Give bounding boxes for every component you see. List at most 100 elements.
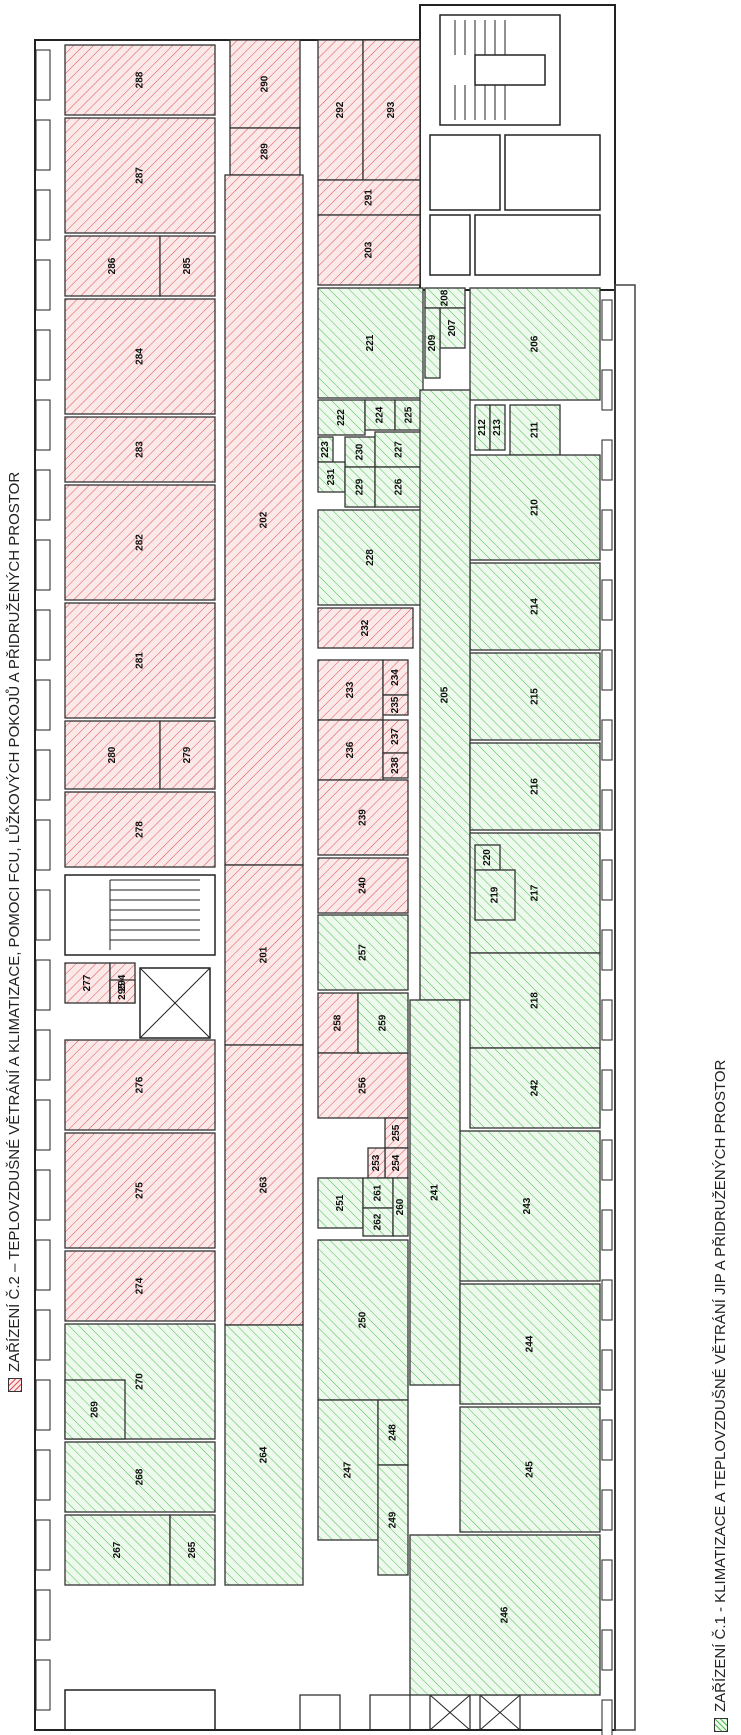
room-235: [382, 694, 409, 716]
room-label-214: 214: [530, 598, 541, 615]
room-label-203: 203: [364, 241, 375, 258]
rooms-device-2: [64, 39, 421, 1326]
room-232: [317, 607, 414, 649]
room-227: [374, 431, 424, 468]
room-label-287: 287: [135, 167, 146, 184]
rooms-device-1: [64, 287, 601, 1696]
room-245: [459, 1406, 601, 1533]
room-265: [169, 1514, 216, 1586]
window: [35, 1519, 51, 1571]
window: [35, 469, 51, 521]
room-287: [64, 117, 216, 234]
room-label-292: 292: [335, 101, 346, 118]
legend-green-swatch: [714, 1718, 729, 1732]
window: [601, 1489, 613, 1531]
room-276: [64, 1039, 216, 1131]
room-label-275: 275: [135, 1182, 146, 1199]
room-219: [474, 869, 516, 921]
room-247: [317, 1399, 379, 1541]
room-244: [459, 1283, 601, 1405]
window: [601, 929, 613, 971]
room-label-258: 258: [333, 1014, 344, 1031]
room-label-209: 209: [427, 334, 438, 351]
room-label-210: 210: [530, 499, 541, 516]
legend-device-2-text: ZAŘÍZENÍ Č.2 – TEPLOVZDUŠNÉ VĚTRÁNÍ A KL…: [6, 471, 23, 1372]
room-label-212: 212: [477, 419, 488, 436]
room-label-208: 208: [440, 289, 451, 306]
room-210: [469, 454, 601, 561]
room-label-221: 221: [365, 334, 376, 351]
room-label-290: 290: [260, 75, 271, 92]
room-257: [317, 914, 409, 991]
window: [35, 1309, 51, 1361]
vertical-cores: [64, 14, 601, 1731]
room-label-201: 201: [259, 946, 270, 963]
room-249: [377, 1464, 409, 1576]
room-label-257: 257: [358, 944, 369, 961]
window: [35, 399, 51, 451]
room-label-222: 222: [336, 409, 347, 426]
room-label-241: 241: [430, 1184, 441, 1201]
room-202: [224, 174, 304, 866]
room-269: [64, 1379, 126, 1440]
room-label-211: 211: [530, 421, 541, 438]
window: [35, 609, 51, 661]
room-258: [317, 992, 359, 1054]
room-241: [409, 999, 461, 1386]
room-label-245: 245: [525, 1461, 536, 1478]
room-281: [64, 602, 216, 719]
room-286: [64, 235, 161, 297]
window: [35, 1169, 51, 1221]
room-label-265: 265: [187, 1541, 198, 1558]
room-label-255: 255: [391, 1124, 402, 1141]
window: [35, 329, 51, 381]
room-238: [382, 752, 409, 779]
room-label-277: 277: [82, 974, 93, 991]
room-214: [469, 562, 601, 651]
window: [35, 959, 51, 1011]
room-211: [509, 404, 561, 456]
room-label-254: 254: [391, 1154, 402, 1171]
legend-red-swatch: [8, 1378, 23, 1392]
room-242: [469, 1047, 601, 1129]
room-label-256: 256: [358, 1077, 369, 1094]
room-label-207: 207: [447, 319, 458, 336]
room-label-217: 217: [530, 884, 541, 901]
window: [35, 1239, 51, 1291]
room-label-230: 230: [355, 443, 366, 460]
room-label-283: 283: [135, 441, 146, 458]
room-label-228: 228: [365, 549, 376, 566]
window: [601, 1559, 613, 1601]
room-282: [64, 484, 216, 601]
window: [35, 49, 51, 101]
room-292: [317, 39, 364, 181]
room-label-260: 260: [395, 1198, 406, 1215]
room-250: [317, 1239, 409, 1401]
room-274: [64, 1250, 216, 1322]
room-label-251: 251: [335, 1194, 346, 1211]
room-label-286: 286: [107, 257, 118, 274]
room-label-280: 280: [107, 746, 118, 763]
room-label-269: 269: [90, 1401, 101, 1418]
window: [601, 1629, 613, 1671]
room-label-262: 262: [373, 1213, 384, 1230]
room-label-293: 293: [386, 101, 397, 118]
room-label-232: 232: [360, 619, 371, 636]
room-label-237: 237: [390, 728, 401, 745]
window: [601, 719, 613, 761]
window: [35, 189, 51, 241]
window: [35, 1659, 51, 1711]
room-label-247: 247: [343, 1461, 354, 1478]
room-222: [317, 399, 366, 436]
room-224: [364, 399, 396, 431]
room-291: [317, 179, 421, 216]
room-label-224: 224: [375, 406, 386, 423]
room-285: [159, 235, 216, 297]
room-label-284: 284: [135, 348, 146, 365]
room-label-223: 223: [320, 441, 331, 458]
room-230: [344, 436, 376, 468]
window: [35, 749, 51, 801]
room-label-238: 238: [390, 757, 401, 774]
window: [35, 539, 51, 591]
